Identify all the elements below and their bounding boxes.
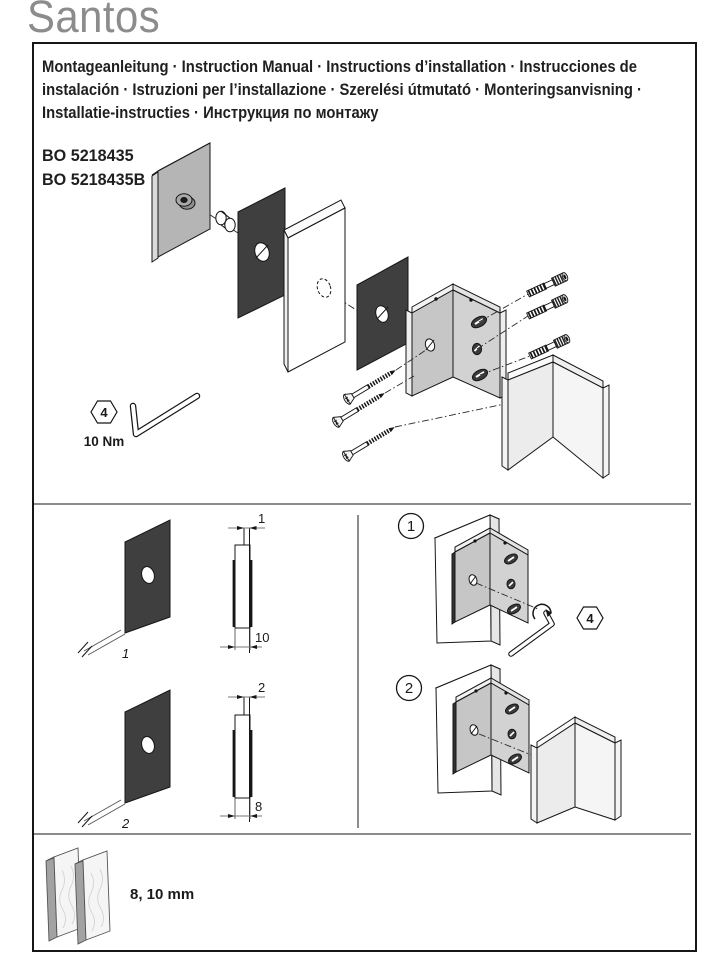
- intro-line-1: Montageanleitung · Instruction Manual · …: [42, 57, 637, 76]
- cover-cap: [501, 354, 610, 480]
- step-1-hex-key: [508, 610, 555, 657]
- intro-line-2: instalación · Istruzioni per l’installaz…: [42, 80, 642, 99]
- gasket-b-dim-top: 2: [258, 680, 265, 695]
- gasket-a-dim-top: 1: [258, 511, 265, 526]
- machine-screw-axis-lines: [476, 293, 531, 376]
- wall-plate: [151, 142, 211, 263]
- step-2-cover-cap: [530, 716, 622, 824]
- step-1-number: 1: [407, 518, 415, 535]
- page-title: Santos: [27, 0, 161, 42]
- torque-label: 10 Nm: [84, 434, 125, 449]
- gasket-rear: [356, 256, 409, 371]
- product-code-2: BO 5218435B: [42, 170, 146, 189]
- gasket-detail-diagrams: 1 1 10: [77, 511, 269, 831]
- hex-key: [129, 392, 201, 438]
- spacer-cylinder: [215, 210, 236, 233]
- gasket-a-dim-bottom: 10: [255, 630, 269, 645]
- step-2-axis-line: [478, 733, 535, 757]
- step-1-axis-line: [475, 582, 539, 610]
- machine-screw-2: [526, 294, 569, 320]
- glass-panel: [283, 199, 346, 373]
- section-divider-vertical: [357, 515, 359, 828]
- manual-frame: Montageanleitung · Instruction Manual · …: [32, 42, 697, 952]
- gasket-a-iso-thickness: 1: [122, 646, 129, 661]
- angle-bracket: [405, 283, 507, 399]
- step-1-badge: 1: [397, 512, 425, 540]
- hex-size-badge: 4: [90, 400, 118, 424]
- glass-pane-1: [45, 847, 82, 942]
- step-2-badge: 2: [395, 674, 423, 702]
- step-1-hex-size-value: 4: [586, 611, 594, 626]
- gasket-b-dim-bottom: 8: [255, 799, 262, 814]
- gasket-front: [237, 187, 286, 319]
- intro-line-3: Installatie-instructies · Инструкция по …: [42, 103, 379, 122]
- step-2-number: 2: [405, 680, 413, 697]
- exploded-diagram: 4 10 Nm: [84, 142, 610, 480]
- glass-thickness-section: 8, 10 mm: [45, 847, 194, 945]
- glass-thickness-label: 8, 10 mm: [130, 886, 194, 903]
- gasket-b-side-view: [220, 695, 265, 822]
- section-divider-bottom: [34, 833, 691, 835]
- installation-steps: 1: [395, 512, 622, 824]
- gasket-a-iso-view: [77, 519, 171, 658]
- section-divider-top: [34, 503, 691, 505]
- wood-screw-3: [341, 422, 398, 462]
- rotation-arrow: [532, 603, 552, 620]
- hex-size-value: 4: [100, 405, 108, 420]
- product-codes: BO 5218435 BO 5218435B: [42, 144, 145, 192]
- step-1-hex-size-badge: 4: [576, 606, 604, 630]
- intro-text: Montageanleitung · Instruction Manual · …: [42, 55, 642, 124]
- product-code-1: BO 5218435: [42, 146, 134, 165]
- glass-pane-2: [74, 850, 111, 945]
- machine-screw-1: [526, 272, 569, 298]
- gasket-a-side-view: [220, 526, 265, 653]
- wood-screw-1: [342, 365, 399, 405]
- gasket-b-iso-view: [77, 689, 171, 828]
- gasket-b-iso-thickness: 2: [121, 816, 130, 831]
- step-bracket: [451, 527, 529, 625]
